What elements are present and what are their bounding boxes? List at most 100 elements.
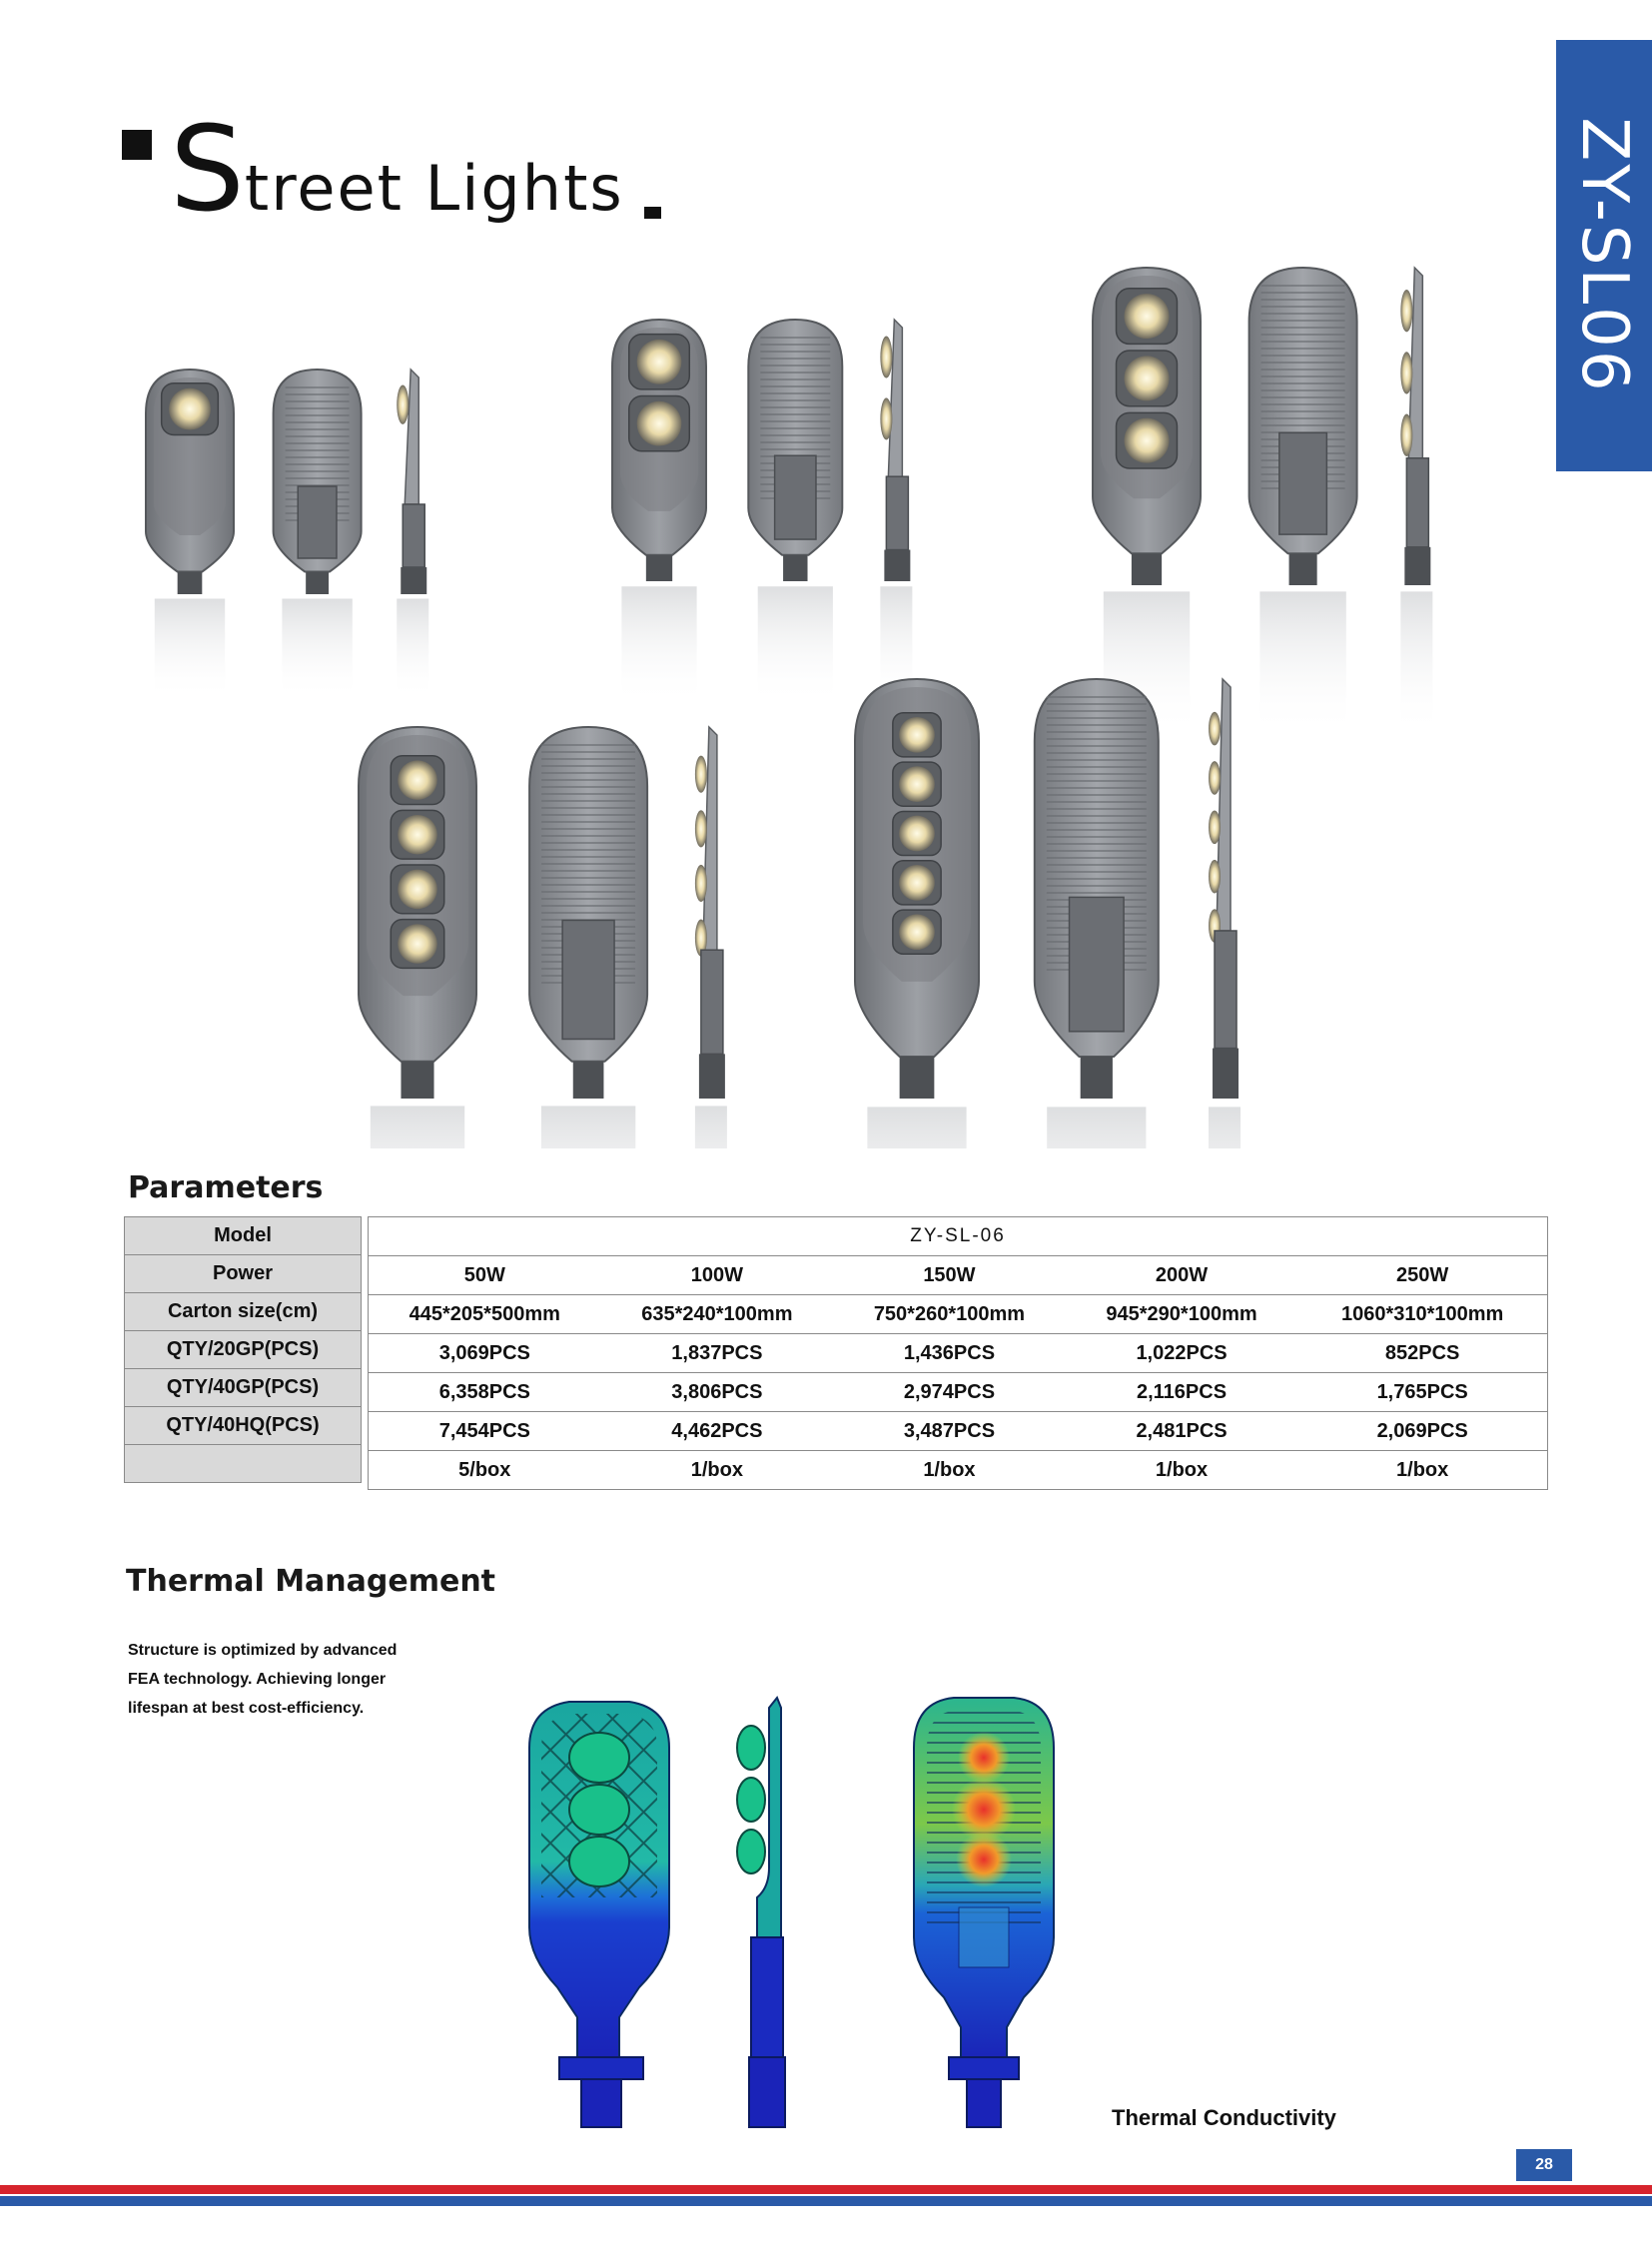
led-lens	[899, 865, 935, 901]
packing-cell: 1/box	[1396, 1458, 1449, 1481]
lamp-front-view	[854, 677, 980, 1148]
thermal-description: Structure is optimized by advanced FEA t…	[128, 1636, 457, 1723]
led-lens	[398, 814, 437, 855]
qty40hq-cell: 4,462PCS	[600, 1412, 834, 1451]
qty40hq-cell: 3,487PCS	[833, 1412, 1066, 1451]
led-lens	[169, 387, 211, 430]
qty40hq-cell: 7,454PCS	[369, 1412, 601, 1451]
led-lens	[1209, 761, 1222, 795]
thermal-description-line: Structure is optimized by advanced	[128, 1642, 398, 1659]
power-cell: 150W	[833, 1256, 1066, 1295]
packing-cell: 1/box	[923, 1458, 976, 1481]
led-lens	[899, 716, 935, 753]
thermal-heading: Thermal Management	[126, 1564, 496, 1599]
lamp-back-view	[1247, 266, 1358, 735]
qty40-cell: 1,765PCS	[1297, 1373, 1547, 1412]
packing-cell: 5/box	[458, 1458, 511, 1481]
product-set-4	[358, 725, 727, 1148]
led-lens	[1400, 352, 1413, 394]
title-end-mark	[644, 207, 661, 219]
qty20-cell: 1,022PCS	[1065, 1334, 1298, 1373]
parameters-label-column: Model Power Carton size(cm) QTY/20GP(PCS…	[124, 1216, 362, 1483]
title-square-mark	[122, 130, 152, 160]
carton-cell: 945*290*100mm	[1065, 1295, 1298, 1334]
lamp-front-view	[1092, 266, 1202, 735]
parameters-table: ZY-SL-06 50W 100W 150W 200W 250W 445*205…	[368, 1216, 1548, 1490]
power-cell: 50W	[369, 1256, 601, 1295]
product-set-3	[1092, 266, 1433, 735]
led-lens	[398, 924, 437, 964]
led-lens	[694, 919, 707, 957]
power-cell: 100W	[600, 1256, 834, 1295]
model-side-tab: ZY-SL06	[1556, 40, 1652, 471]
thermal-description-line: lifespan at best cost-efficiency.	[128, 1700, 365, 1717]
carton-cell: 1060*310*100mm	[1297, 1295, 1547, 1334]
power-cell: 200W	[1065, 1256, 1298, 1295]
led-lens	[899, 815, 935, 852]
led-lens	[1124, 294, 1170, 340]
power-cell: 250W	[1297, 1256, 1547, 1295]
led-lens	[1209, 859, 1222, 894]
title-rest: treet Lights	[244, 152, 624, 225]
qty40-cell: 2,116PCS	[1065, 1373, 1298, 1412]
led-lens	[899, 914, 935, 951]
qty40hq-cell: 2,481PCS	[1065, 1412, 1298, 1451]
label-qty-40gp: QTY/40GP(PCS)	[124, 1369, 362, 1407]
thermal-back-view	[913, 1697, 1055, 2128]
footer-red-stripe	[0, 2185, 1652, 2194]
led-lens	[880, 397, 893, 440]
page-title: Street Lights	[170, 110, 624, 228]
led-lens	[1400, 290, 1413, 333]
label-power: Power	[124, 1255, 362, 1293]
led-lens	[636, 339, 682, 384]
lamp-side-view	[694, 725, 727, 1148]
lamp-side-view	[1400, 266, 1433, 735]
led-lens	[899, 766, 935, 803]
lamp-side-view	[1209, 677, 1241, 1148]
lamp-back-view	[528, 725, 649, 1148]
row-carton-size: 445*205*500mm 635*240*100mm 750*260*100m…	[369, 1295, 1547, 1334]
led-lens	[1209, 810, 1222, 845]
carton-cell: 445*205*500mm	[369, 1295, 601, 1334]
lamp-front-view	[358, 725, 477, 1148]
label-packing	[124, 1445, 362, 1483]
led-lens	[694, 755, 707, 793]
label-qty-40hq: QTY/40HQ(PCS)	[124, 1407, 362, 1445]
lamp-back-view	[747, 318, 844, 705]
lamp-front-view	[145, 368, 235, 700]
label-carton-size: Carton size(cm)	[124, 1293, 362, 1331]
lamp-side-view	[397, 368, 429, 700]
row-power: 50W 100W 150W 200W 250W	[369, 1256, 1547, 1295]
row-qty-40hq: 7,454PCS 4,462PCS 3,487PCS 2,481PCS 2,06…	[369, 1412, 1547, 1451]
lamp-side-view	[880, 318, 913, 705]
led-lens	[1209, 711, 1222, 746]
lamp-back-view	[272, 368, 363, 700]
thermal-caption: Thermal Conductivity	[1112, 2105, 1336, 2130]
row-packing: 5/box 1/box 1/box 1/box 1/box	[369, 1451, 1547, 1489]
lamp-front-view	[611, 318, 707, 705]
parameters-heading: Parameters	[128, 1170, 324, 1205]
lamp-back-view	[1033, 677, 1160, 1148]
led-lens	[1124, 417, 1170, 463]
product-gallery	[145, 266, 1433, 1148]
led-lens	[694, 864, 707, 903]
led-lens	[1400, 413, 1413, 456]
qty20-cell: 1,436PCS	[833, 1334, 1066, 1373]
qty20-cell: 852PCS	[1297, 1334, 1547, 1373]
title-initial: S	[170, 100, 245, 238]
qty40-cell: 3,806PCS	[600, 1373, 834, 1412]
product-set-1	[145, 368, 429, 700]
qty40-cell: 2,974PCS	[833, 1373, 1066, 1412]
qty20-cell: 3,069PCS	[369, 1334, 601, 1373]
led-lens	[636, 400, 682, 446]
thermal-front-view	[528, 1701, 670, 2128]
thermal-simulation-images	[528, 1696, 1055, 2128]
qty40-cell: 6,358PCS	[369, 1373, 601, 1412]
carton-cell: 635*240*100mm	[600, 1295, 834, 1334]
label-qty-20gp: QTY/20GP(PCS)	[124, 1331, 362, 1369]
led-lens	[398, 760, 437, 800]
row-model: ZY-SL-06	[369, 1217, 1547, 1256]
thermal-description-line: FEA technology. Achieving longer	[128, 1671, 387, 1688]
led-lens	[398, 869, 437, 910]
row-qty-40gp: 6,358PCS 3,806PCS 2,974PCS 2,116PCS 1,76…	[369, 1373, 1547, 1412]
